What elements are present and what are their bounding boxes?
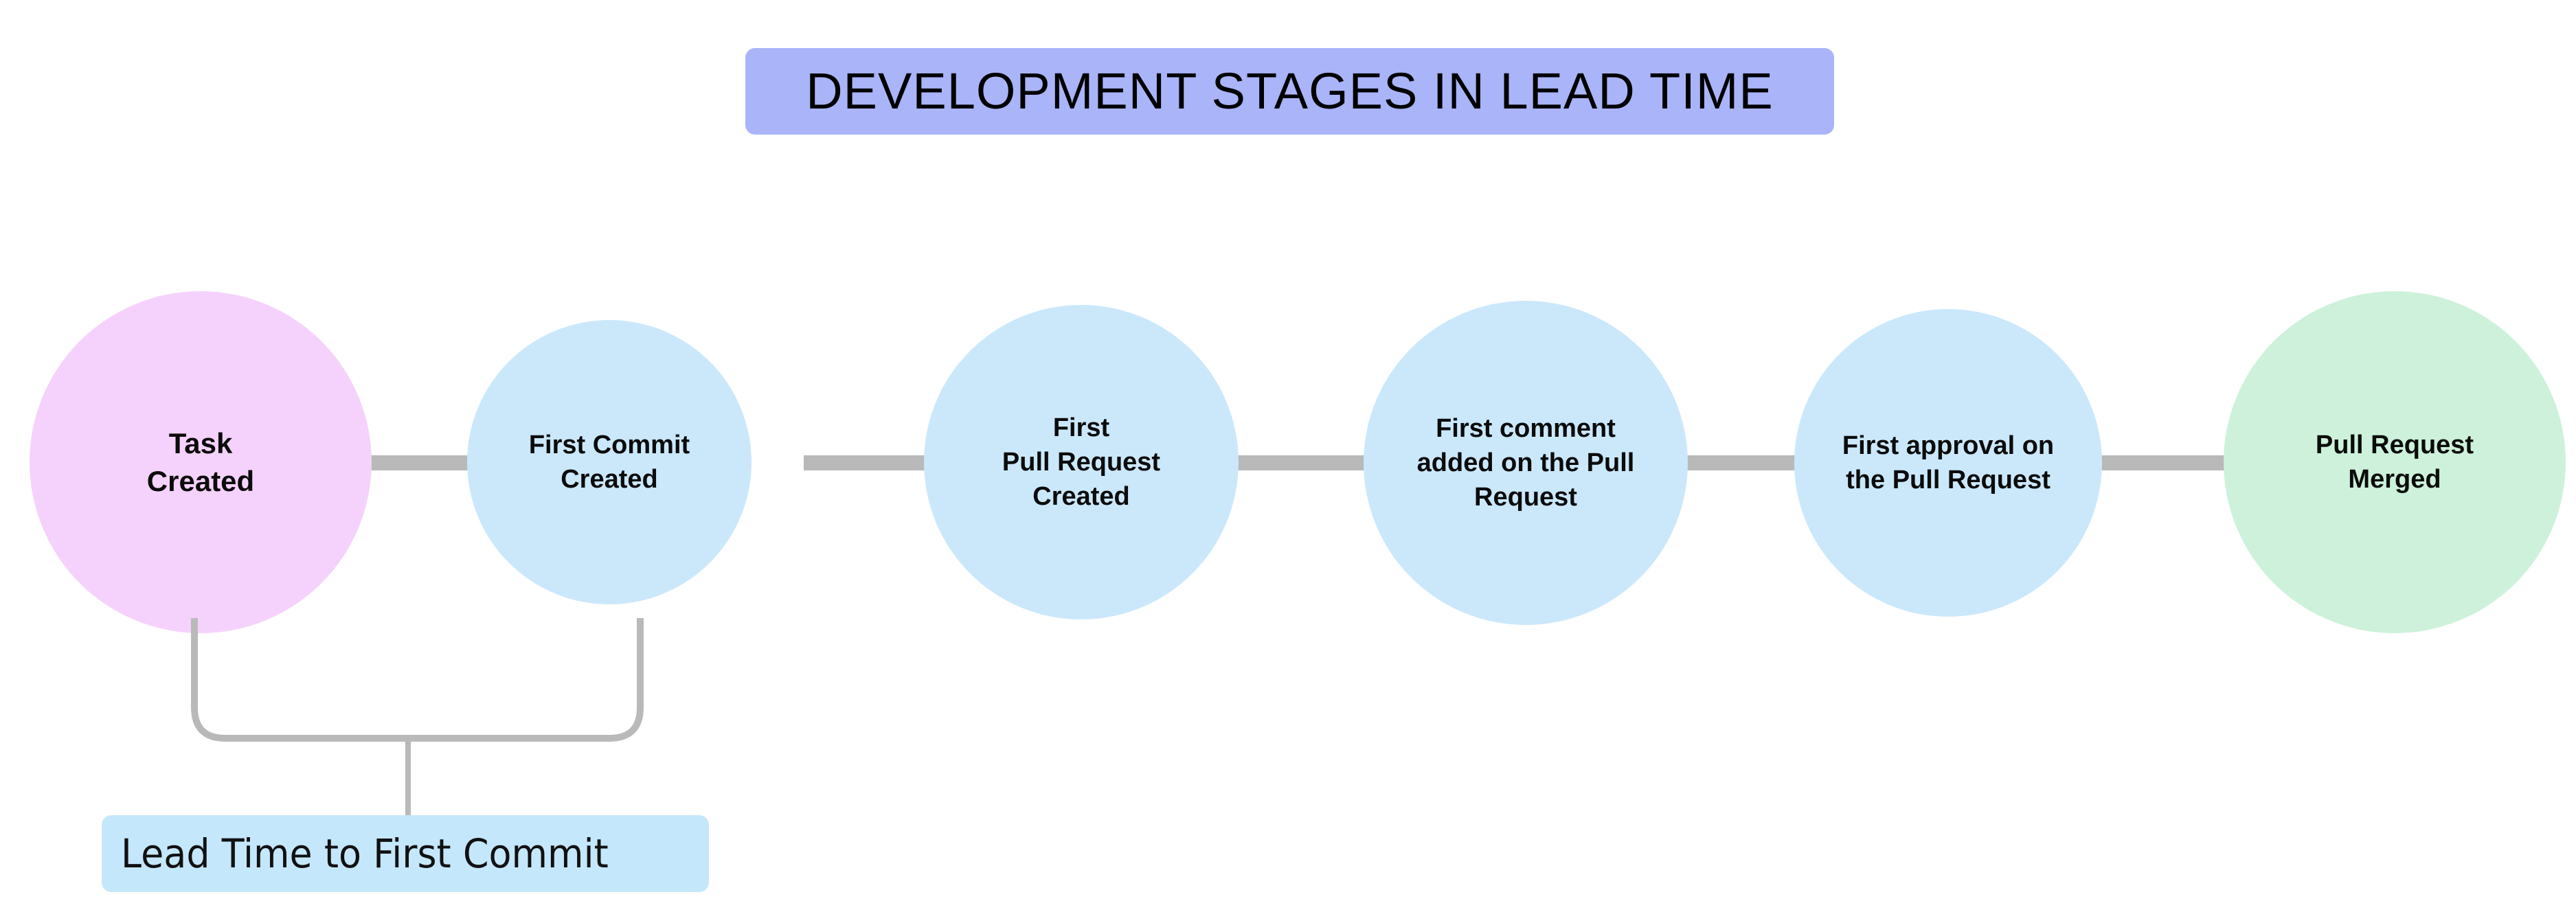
bracket-path [191, 618, 644, 742]
stage-label-task-created: Task Created [146, 426, 255, 497]
connector-3-4 [1230, 455, 1374, 470]
stage-node-first-commit-created[interactable]: First Commit Created [467, 320, 752, 604]
lead-time-bracket [191, 618, 644, 817]
lead-time-label-box: Lead Time to First Commit [102, 815, 709, 892]
stage-node-first-pull-request-created[interactable]: First Pull Request Created [924, 305, 1239, 619]
stage-label-first-approval: First approval on the Pull Request [1842, 431, 2055, 494]
stage-label-first-commit-created: First Commit Created [528, 430, 690, 494]
connector-4-5 [1680, 455, 1807, 470]
stage-label-first-comment-added: First comment added on the Pull Request [1416, 413, 1635, 512]
connector-2-3 [804, 455, 938, 470]
page-title-banner: DEVELOPMENT STAGES IN LEAD TIME [745, 48, 1834, 135]
page-title: DEVELOPMENT STAGES IN LEAD TIME [806, 62, 1774, 119]
connector-5-6 [2092, 455, 2233, 470]
stage-node-pull-request-merged[interactable]: Pull Request Merged [2224, 291, 2566, 633]
connector-1-2 [357, 455, 481, 470]
stage-node-first-comment-added[interactable]: First comment added on the Pull Request [1364, 301, 1688, 625]
stage-node-task-created[interactable]: Task Created [30, 291, 372, 633]
stage-label-first-pull-request-created: First Pull Request Created [1002, 413, 1161, 512]
stage-label-pull-request-merged: Pull Request Merged [2315, 430, 2474, 494]
lead-time-label-text: Lead Time to First Commit [121, 830, 609, 877]
stage-node-first-approval[interactable]: First approval on the Pull Request [1794, 309, 2102, 617]
